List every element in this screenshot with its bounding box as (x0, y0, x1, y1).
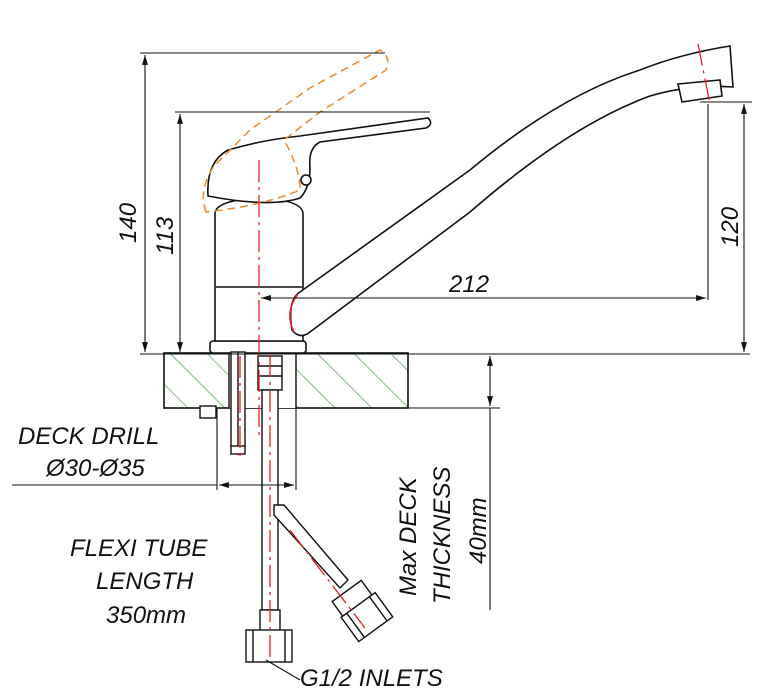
flexi-tube-line3: 350mm (106, 602, 186, 629)
deck-thickness-line1: Max DECK (395, 476, 422, 596)
dim-body-height: 113 (152, 216, 179, 255)
deck-thickness-line3: 40mm (465, 497, 492, 564)
inlets-label: G1/2 INLETS (300, 665, 443, 692)
lever-alternate-position (202, 49, 389, 213)
flexi-tube-line1: FLEXI TUBE (70, 535, 208, 562)
dimension-lines (12, 52, 752, 681)
deck-drill-range: Ø30-Ø35 (45, 455, 145, 482)
flexi-tube-angled (273, 504, 394, 643)
deck-drill-title: DECK DRILL (18, 423, 159, 450)
spout (289, 45, 734, 337)
centerlines (239, 43, 711, 660)
deck-section (163, 352, 409, 409)
dim-overall-height: 140 (115, 202, 142, 243)
fixing-stud (199, 351, 246, 455)
flexi-tube-line2: LENGTH (96, 568, 194, 595)
dim-spout-height: 120 (717, 206, 744, 247)
deck-thickness-line2: THICKNESS (429, 467, 456, 604)
dim-spout-reach: 212 (448, 271, 489, 298)
